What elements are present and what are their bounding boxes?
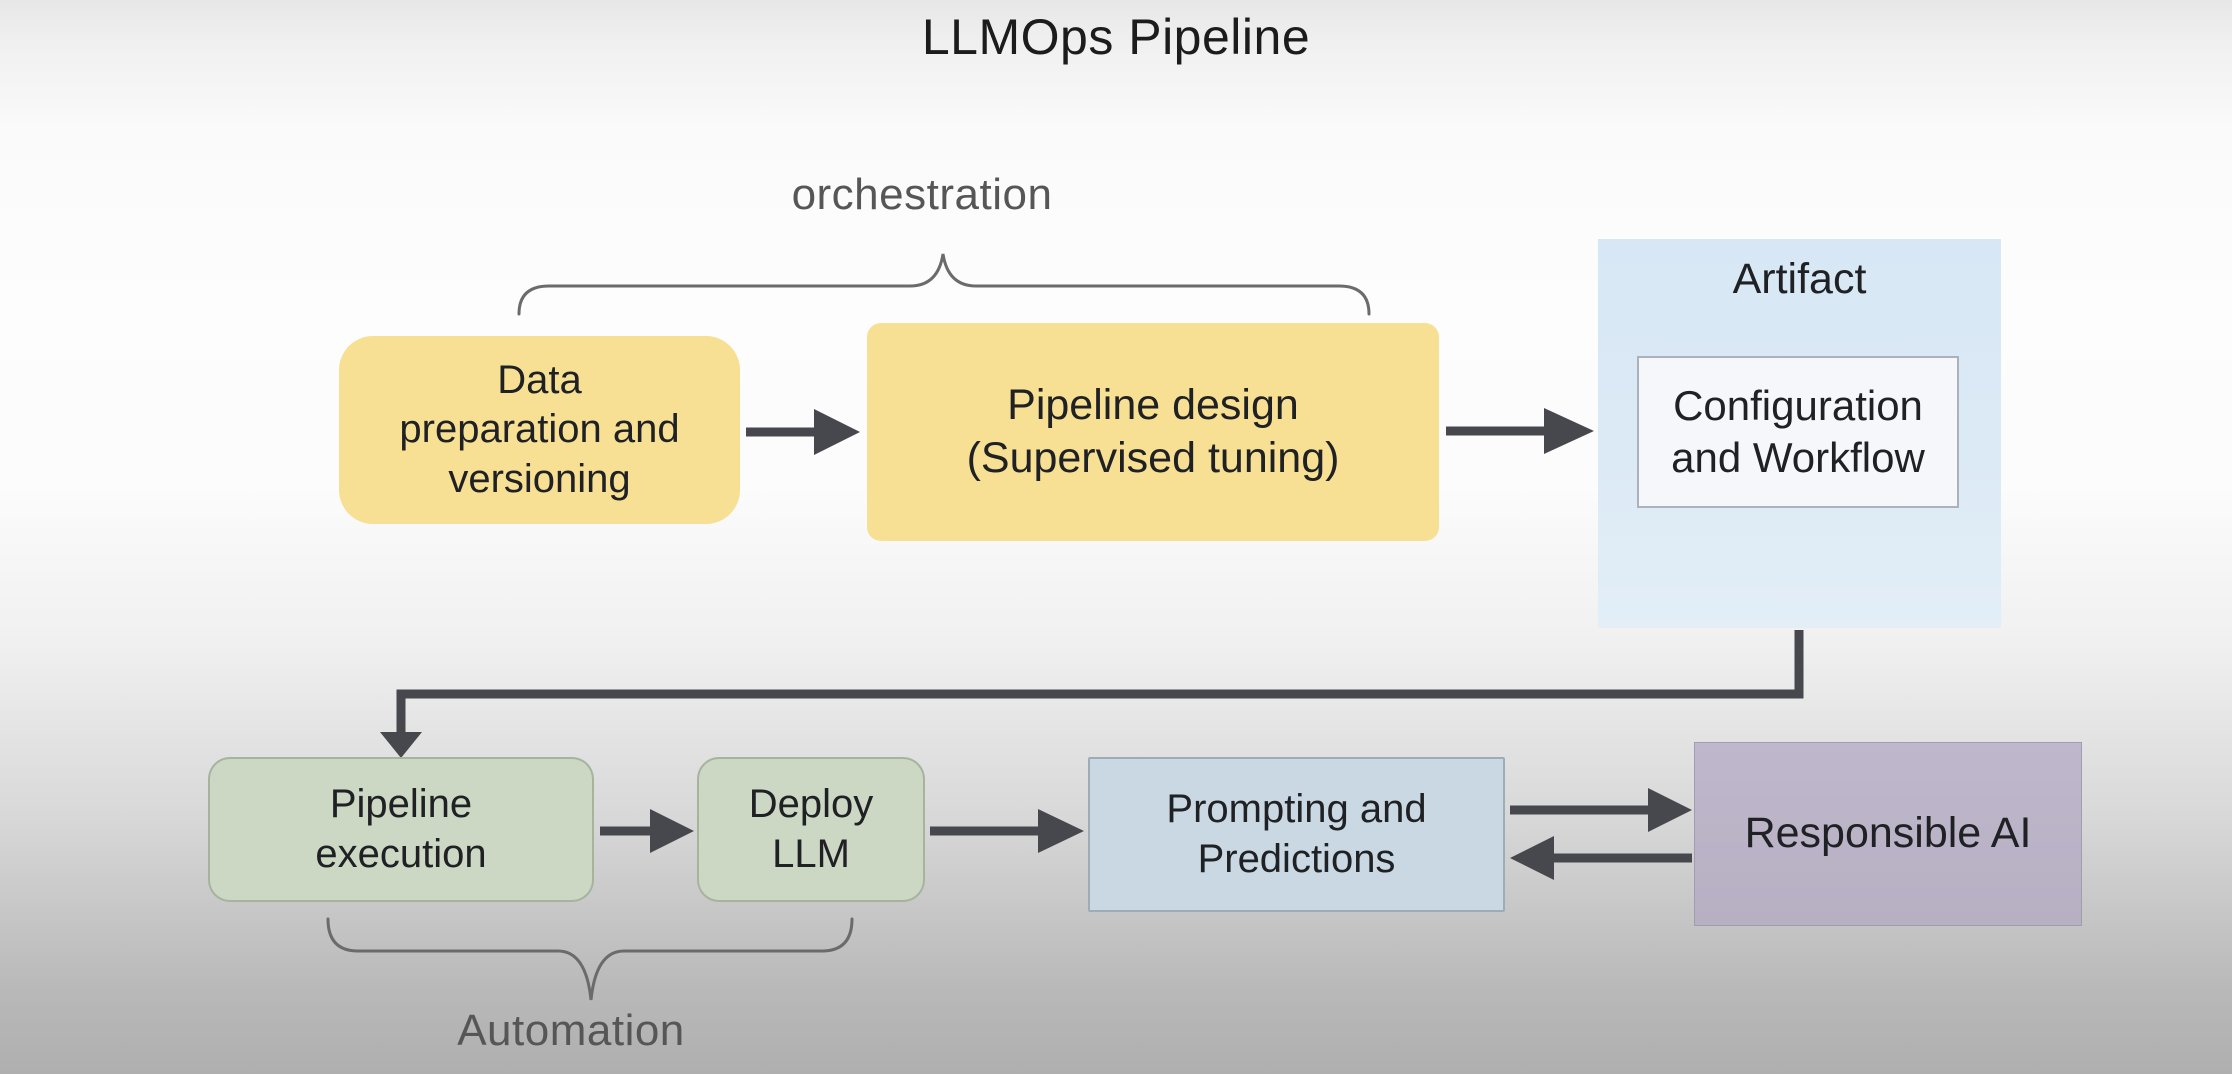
- node-data-preparation: Data preparation and versioning: [339, 336, 740, 524]
- page-title: LLMOps Pipeline: [921, 9, 1311, 65]
- node-deploy-llm-label: Deploy LLM: [748, 781, 874, 876]
- node-pipeline-execution-label: Pipeline execution: [315, 781, 487, 876]
- node-pipeline-design-label: Pipeline design (Supervised tuning): [966, 380, 1340, 482]
- arrow-deploy-to-prompting-icon: [930, 809, 1084, 853]
- node-deploy-llm: Deploy LLM: [697, 757, 925, 902]
- arrow-dataprep-to-design-icon: [746, 409, 860, 455]
- automation-brace: [326, 917, 854, 1001]
- arrow-artifact-to-execution-icon: [380, 630, 1804, 758]
- node-data-preparation-label: Data preparation and versioning: [399, 357, 680, 501]
- node-prompting-predictions-label: Prompting and Predictions: [1166, 786, 1427, 881]
- arrow-design-to-artifact-icon: [1446, 408, 1594, 454]
- node-configuration-workflow: Configuration and Workflow: [1637, 356, 1959, 508]
- arrow-execution-to-deploy-icon: [600, 809, 694, 853]
- orchestration-label: orchestration: [791, 170, 1053, 219]
- node-prompting-predictions: Prompting and Predictions: [1088, 757, 1505, 912]
- node-responsible-ai: Responsible AI: [1694, 742, 2082, 926]
- automation-label: Automation: [457, 1006, 685, 1055]
- artifact-title: Artifact: [1732, 255, 1867, 303]
- node-responsible-ai-label: Responsible AI: [1744, 809, 2032, 858]
- node-artifact: Artifact Configuration and Workflow: [1598, 239, 2001, 628]
- orchestration-brace: [517, 253, 1371, 316]
- node-configuration-workflow-label: Configuration and Workflow: [1671, 381, 1925, 481]
- node-pipeline-design: Pipeline design (Supervised tuning): [867, 323, 1439, 541]
- arrow-responsible-to-prompting-icon: [1510, 836, 1692, 880]
- arrow-prompting-to-responsible-icon: [1510, 788, 1692, 832]
- node-pipeline-execution: Pipeline execution: [208, 757, 594, 902]
